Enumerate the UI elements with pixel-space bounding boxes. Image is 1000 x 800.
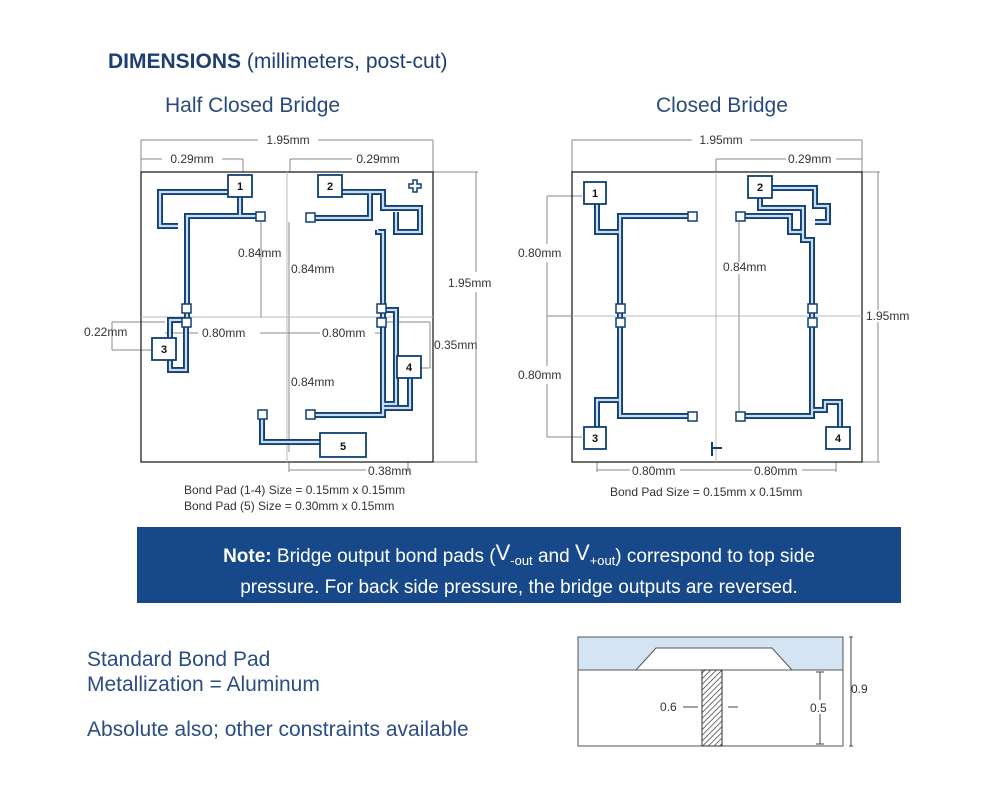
pad-label: 2 xyxy=(327,181,333,193)
dim-label: 0.38mm xyxy=(368,464,411,478)
pad-label: 2 xyxy=(757,182,763,194)
dim-label: 0.29mm xyxy=(788,152,831,166)
closed-bridge-diagram: 1 2 3 4 1.95mm 0.29mm 0.80mm 0.80mm 0.84… xyxy=(518,133,909,499)
dim-label: 0.22mm xyxy=(84,325,127,339)
bond-pad-2 xyxy=(317,174,343,198)
bond-pad-1 xyxy=(583,181,607,205)
dim-label: 0.80mm xyxy=(754,464,797,478)
dim-label: 1.95mm xyxy=(448,276,491,290)
pad-label: 3 xyxy=(161,344,167,356)
dimensions-heading: DIMENSIONS (millimeters, post-cut) xyxy=(108,50,448,73)
dim-label: 0.35mm xyxy=(434,338,477,352)
dim-label: 0.80mm xyxy=(322,326,365,340)
bond-pad-3 xyxy=(151,337,177,361)
dim-label: 0.84mm xyxy=(291,262,334,276)
dim-label: 0.84mm xyxy=(291,375,334,389)
absolute-note: Absolute also; other constraints availab… xyxy=(87,718,469,741)
section-dim-label: 0.9 xyxy=(851,682,868,696)
pad-size-caption: Bond Pad Size = 0.15mm x 0.15mm xyxy=(610,485,802,499)
note-line-1: Note: Bridge output bond pads (V-out and… xyxy=(223,540,815,568)
pad-label: 1 xyxy=(592,188,598,200)
pad-label: 1 xyxy=(237,181,243,193)
dim-label: 0.80mm xyxy=(518,368,561,382)
pad-label: 3 xyxy=(592,433,598,445)
dim-label: 0.84mm xyxy=(723,260,766,274)
metallization-line-2: Metallization = Aluminum xyxy=(87,673,320,696)
bond-pad-1 xyxy=(227,174,253,198)
dim-label: 0.84mm xyxy=(238,246,281,260)
note-line-2: pressure. For back side pressure, the br… xyxy=(240,577,798,598)
pad-label: 4 xyxy=(406,362,413,374)
cross-section-diagram: 0.6 0.5 0.9 xyxy=(577,636,868,747)
section-dim-label: 0.6 xyxy=(660,700,677,714)
pad-size-caption: Bond Pad (1-4) Size = 0.15mm x 0.15mm xyxy=(184,483,405,497)
note-banner: Note: Bridge output bond pads (V-out and… xyxy=(137,527,901,603)
closed-bridge-title: Closed Bridge xyxy=(656,94,788,117)
bond-pad-2 xyxy=(747,175,773,199)
bond-pad-4 xyxy=(825,426,851,450)
bond-pad-5 xyxy=(319,432,367,458)
dim-label: 1.95mm xyxy=(866,309,909,323)
dim-label: 0.29mm xyxy=(356,152,399,166)
pad-size-caption: Bond Pad (5) Size = 0.30mm x 0.15mm xyxy=(184,499,394,513)
dim-label: 1.95mm xyxy=(266,133,309,147)
dim-label: 0.29mm xyxy=(170,152,213,166)
bond-pad-3 xyxy=(583,426,607,450)
pad-label: 5 xyxy=(340,441,346,453)
half-closed-bridge-diagram: 1 2 3 4 5 1.95mm 0.29mm 0.29mm 0.84mm 0.… xyxy=(84,133,491,513)
pad-label: 4 xyxy=(835,433,842,445)
metallization-line-1: Standard Bond Pad xyxy=(87,648,271,671)
bond-pad-4 xyxy=(396,355,422,379)
dim-label: 0.80mm xyxy=(202,326,245,340)
dim-label: 0.80mm xyxy=(632,464,675,478)
half-closed-bridge-title: Half Closed Bridge xyxy=(165,94,341,117)
dim-label: 1.95mm xyxy=(699,133,742,147)
dim-label: 0.80mm xyxy=(518,246,561,260)
section-dim-label: 0.5 xyxy=(810,701,827,715)
